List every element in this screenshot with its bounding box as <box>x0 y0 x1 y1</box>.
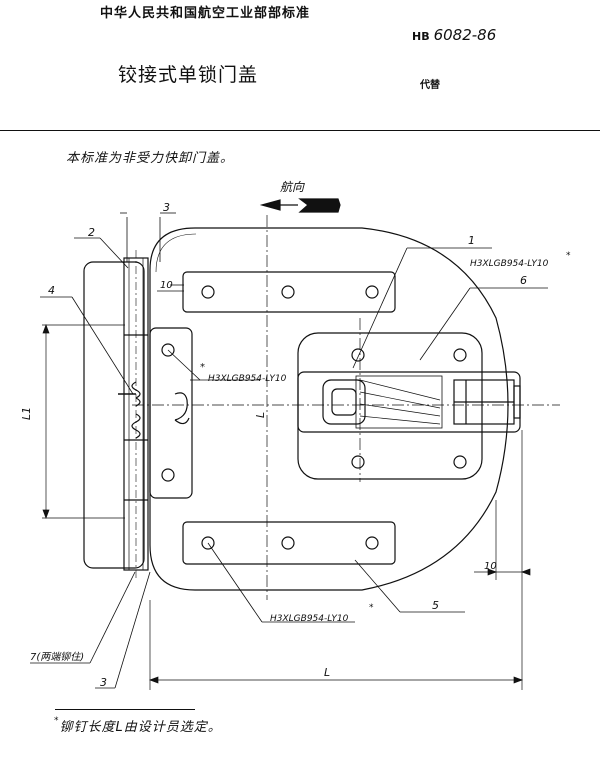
hinge-bracket <box>149 327 193 499</box>
callout-6: 6 <box>520 274 527 287</box>
rivet-spec-bottom: H3XLGB954-LY10 <box>270 614 349 624</box>
rivet-spec-bottom-star: * <box>369 603 374 613</box>
footnote-text: 铆钉长度L由设计员选定。 <box>59 720 222 735</box>
rivet-spec-left-star: * <box>200 362 205 373</box>
bottom-rivet-strip <box>182 521 396 565</box>
dim-L-bottom-label: L <box>324 666 330 679</box>
hinge-pin <box>123 250 149 580</box>
door-panel-outline <box>149 227 509 591</box>
torsion-spring <box>131 381 141 439</box>
standard-title: 铰接式单锁门盖 <box>118 64 259 86</box>
dim-top-plate-label: 10 <box>160 280 173 291</box>
dim-L1-label: L1 <box>20 407 33 420</box>
callout-5: 5 <box>432 599 439 612</box>
callout-2: 2 <box>88 226 95 239</box>
lock-assembly <box>297 332 521 480</box>
rivet-spec-top: H3XLGB954-LY10 <box>470 259 549 269</box>
callout-3-bottom: 3 <box>100 676 107 689</box>
rivet-spec-top-star: * <box>566 251 571 261</box>
standard-code-prefix: HB <box>412 30 430 43</box>
dim-right-label: 10 <box>484 561 497 572</box>
footnote: *铆钉长度L由设计员选定。 <box>54 716 222 735</box>
hinge-leaf <box>83 261 145 569</box>
flight-direction-arrow <box>259 198 341 213</box>
standard-organization: 中华人民共和国航空工业部部标准 <box>100 6 311 21</box>
footnote-divider <box>55 709 195 710</box>
scope-text: 本标准为非受力快卸门盖。 <box>66 151 235 166</box>
dim-L-center-label: L <box>254 412 267 418</box>
standard-code-number: 6082-86 <box>433 26 497 44</box>
dim-top-label: 3 <box>163 201 170 214</box>
top-rivet-strip <box>182 271 396 313</box>
footnote-star: * <box>54 716 60 726</box>
flight-direction-label: 航向 <box>280 180 305 194</box>
center-lines <box>132 215 560 600</box>
callout-4: 4 <box>48 284 55 297</box>
standard-replaces: 代替 <box>420 80 440 91</box>
callout-leaders <box>30 212 548 689</box>
latch-hook <box>174 392 190 425</box>
callout-1: 1 <box>468 234 475 247</box>
callout-7: 7(两端铆住) <box>30 651 84 663</box>
dimension-lines <box>42 324 531 690</box>
rivet-spec-left: H3XLGB954-LY10 <box>208 374 287 384</box>
header-divider <box>0 130 600 131</box>
